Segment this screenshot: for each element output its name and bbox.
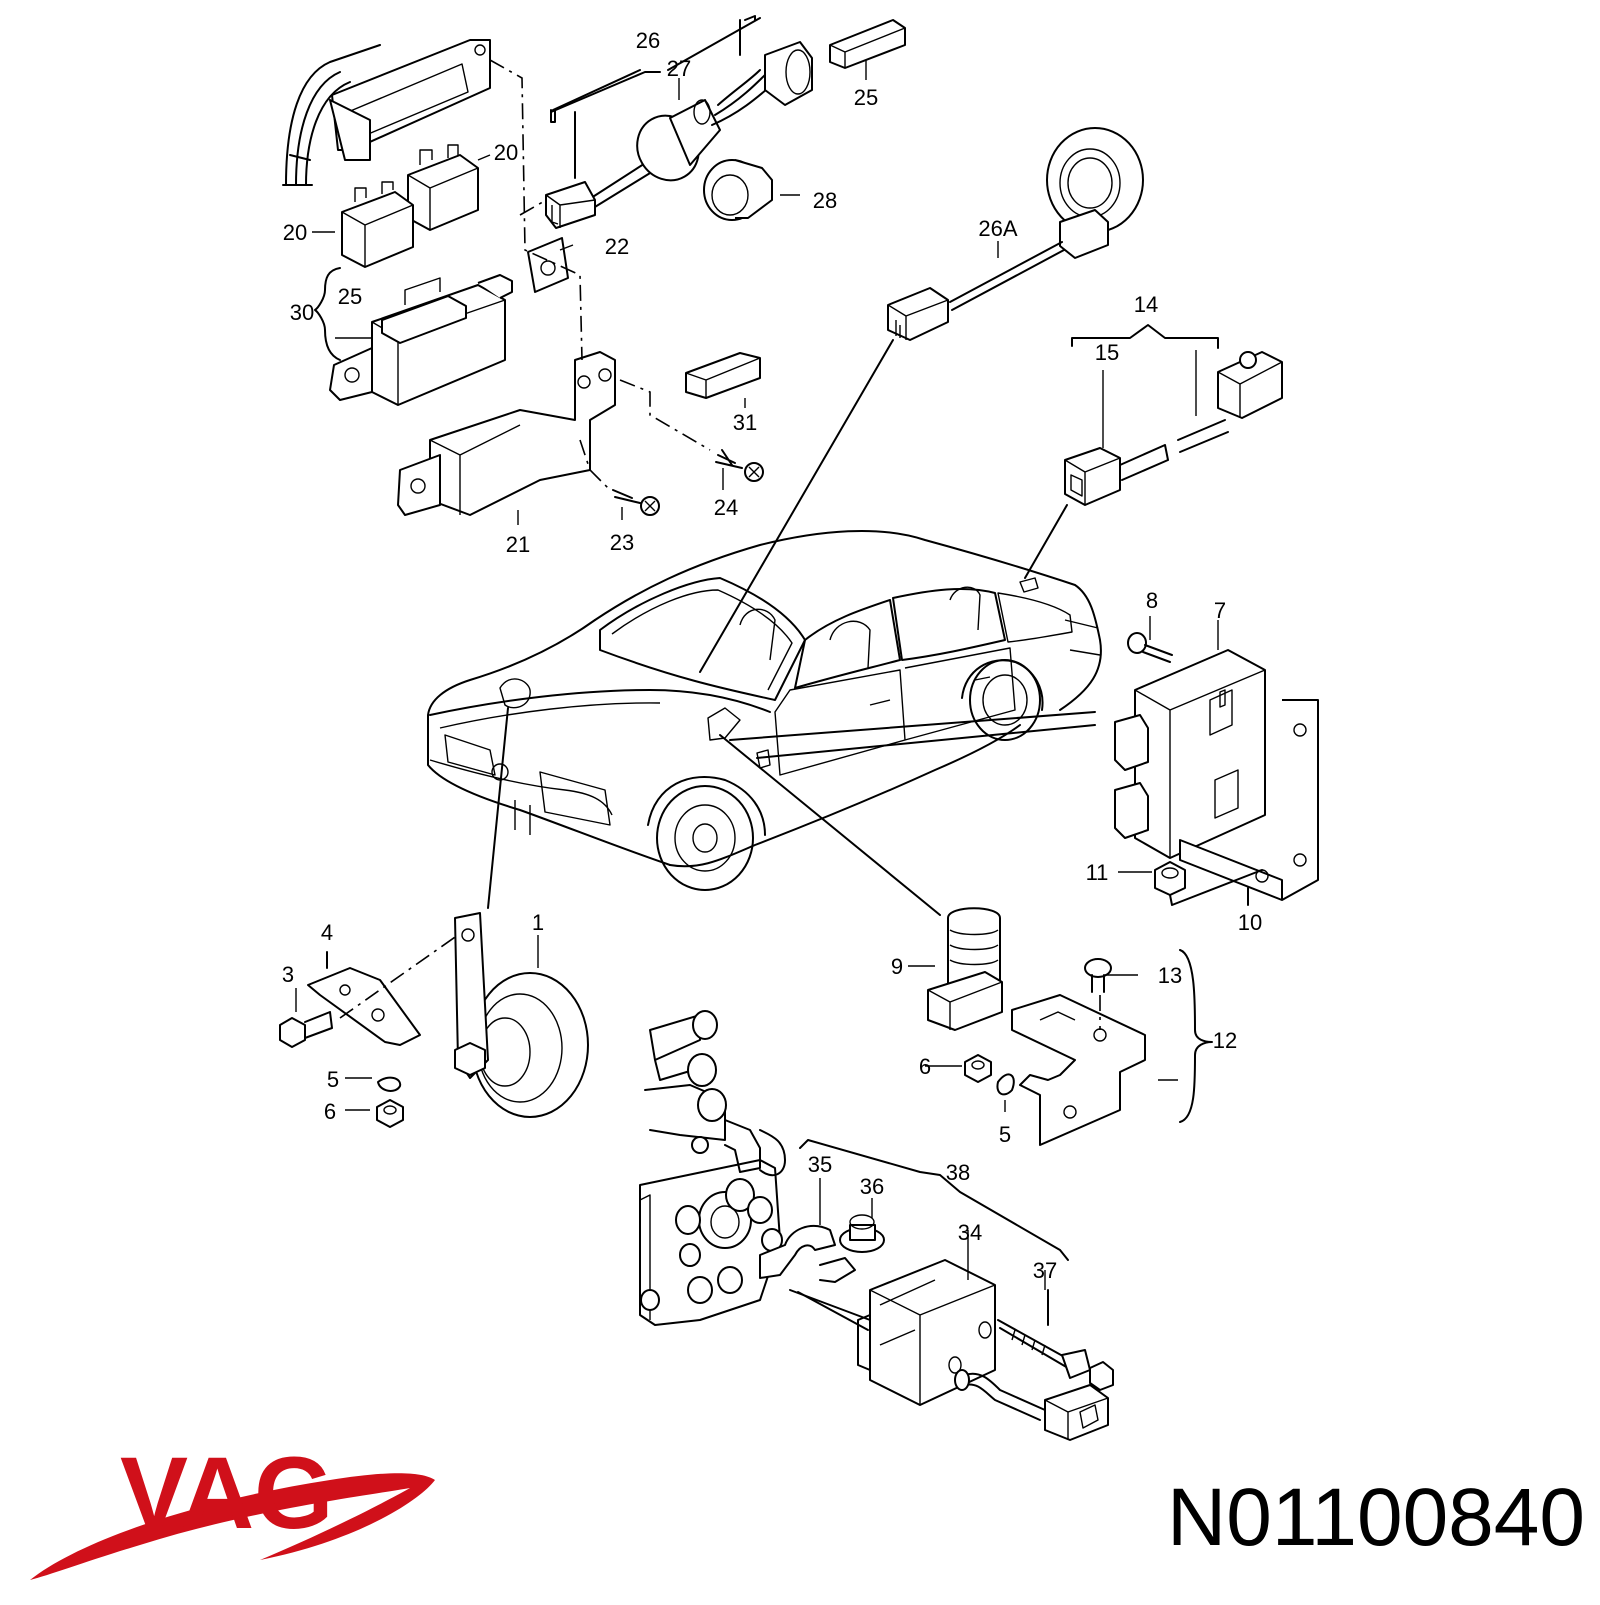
cap-28 — [703, 159, 773, 221]
callout-6: 6 — [324, 1099, 336, 1124]
ring-sensor-26A — [887, 127, 1144, 341]
callout-21: 21 — [506, 532, 530, 557]
adjuster-37 — [997, 1319, 1114, 1391]
washer-5-left — [377, 1076, 402, 1092]
callout-8: 8 — [1146, 588, 1158, 613]
nut-6-right — [964, 1054, 992, 1083]
callout-9: 9 — [891, 954, 903, 979]
bolt-3 — [279, 1011, 333, 1048]
brand-name: VAG — [120, 1436, 333, 1550]
callout-1: 1 — [532, 910, 544, 935]
relay-holder-assembly — [282, 39, 491, 186]
callout-12: 12 — [1213, 1028, 1237, 1053]
nut-11 — [1154, 861, 1186, 896]
callout-14: 14 — [1134, 292, 1158, 317]
plug-13 — [1084, 958, 1112, 993]
vag-logo: VAG — [30, 1436, 435, 1580]
callout-26: 26 — [636, 28, 660, 53]
relay-20-upper — [407, 144, 479, 231]
callout-37: 37 — [1033, 1258, 1057, 1283]
screw-8 — [1127, 632, 1173, 663]
callout-36: 36 — [860, 1174, 884, 1199]
callout-25: 25 — [854, 85, 878, 110]
bulb-holder-26 — [545, 41, 813, 229]
car-illustration — [427, 529, 1102, 891]
callout-31: 31 — [733, 410, 757, 435]
part-number: N01100840 — [1167, 1472, 1585, 1563]
callout-20: 20 — [494, 140, 518, 165]
screw-23 — [612, 489, 660, 516]
horn-1 — [454, 912, 589, 1118]
callout-38: 38 — [946, 1160, 970, 1185]
callout-4: 4 — [321, 920, 333, 945]
callout-35: 35 — [808, 1152, 832, 1177]
callout-15: 15 — [1095, 340, 1119, 365]
bracket-22 — [527, 237, 569, 293]
nut-6-left — [376, 1099, 404, 1128]
bulb-25-top — [829, 19, 906, 69]
callout-labels: 26 27 25 20 20 28 22 26A 30 25 31 14 15 … — [282, 28, 1262, 1283]
callout-25: 25 — [338, 284, 362, 309]
callout-34: 34 — [958, 1220, 982, 1245]
callout-7: 7 — [1214, 598, 1226, 623]
callout-22: 22 — [605, 234, 629, 259]
callout-24: 24 — [714, 495, 738, 520]
callout-5: 5 — [999, 1122, 1011, 1147]
callout-27: 27 — [667, 56, 691, 81]
relay-20-lower — [341, 181, 414, 268]
callout-28: 28 — [813, 188, 837, 213]
callout-13: 13 — [1158, 963, 1182, 988]
callout-3: 3 — [282, 962, 294, 987]
fuse-location-marker — [707, 707, 741, 741]
callout-20: 20 — [283, 220, 307, 245]
callout-10: 10 — [1238, 910, 1262, 935]
washer-5-right — [996, 1073, 1015, 1096]
actuator-34 — [857, 1259, 996, 1406]
engine-block — [639, 1010, 786, 1326]
clip-35 — [759, 1225, 836, 1279]
horn-location-marker — [499, 678, 531, 709]
grommet-36 — [839, 1214, 885, 1253]
control-unit-7 — [1114, 649, 1319, 901]
bracket-21 — [397, 351, 616, 516]
screw-24 — [715, 449, 764, 482]
bracket-4 — [307, 967, 421, 1046]
callout-11: 11 — [1086, 860, 1109, 885]
callout-23: 23 — [610, 530, 634, 555]
callout-26A: 26A — [978, 216, 1017, 241]
bracket-12 — [1011, 994, 1146, 1146]
relay-plate-30 — [329, 274, 513, 406]
callout-30: 30 — [290, 300, 314, 325]
callout-5: 5 — [327, 1067, 339, 1092]
switch-15 — [1064, 350, 1283, 506]
wire-connector — [954, 1369, 1109, 1441]
switch-boot-9 — [927, 907, 1003, 1031]
block-31 — [685, 352, 761, 399]
callout-6: 6 — [919, 1054, 931, 1079]
